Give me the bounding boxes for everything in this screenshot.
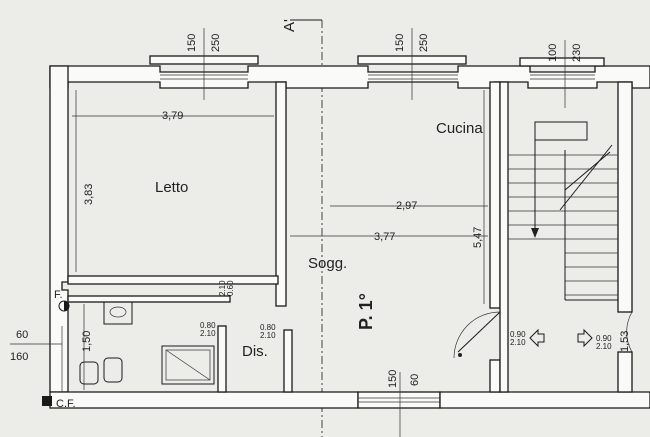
window-2-height: 250	[418, 34, 430, 52]
section-label: A'	[281, 19, 298, 32]
dim-soggiorno-width: 3,77	[374, 231, 395, 243]
opening-b-bottom: 2.10	[260, 331, 276, 340]
dim-bath-depth: 1,50	[81, 331, 93, 352]
opening-b-top: 0.80	[260, 323, 276, 332]
dim-letto-width: 3,79	[162, 110, 183, 122]
f-label: F.	[54, 289, 63, 301]
outer-walls	[49, 65, 650, 409]
interior-walls	[67, 81, 633, 393]
dimension-lines	[10, 28, 566, 437]
window-2-width: 150	[394, 34, 406, 52]
dim-cucina-width: 2,97	[396, 200, 417, 212]
opening-v-bottom: 2.10	[218, 280, 227, 296]
opening-d-bottom: 2.10	[596, 342, 612, 351]
room-label-cucina: Cucina	[436, 120, 483, 137]
window-1-width: 150	[186, 34, 198, 52]
side-dim-lower: 160	[10, 351, 28, 363]
opening-a-bottom: 2.10	[200, 329, 216, 338]
opening-c-bottom: 2.10	[510, 338, 526, 347]
door-swings	[453, 311, 633, 359]
room-label-dis: Dis.	[242, 343, 268, 360]
opening-v-top: 0.60	[226, 280, 235, 296]
window-4-height: 60	[409, 374, 421, 386]
dim-letto-depth: 3,83	[83, 184, 95, 205]
bathroom-fixtures	[42, 300, 215, 406]
opening-a-top: 0.80	[200, 321, 216, 330]
opening-d-top: 0.90	[596, 334, 612, 343]
dim-door-lower: 1,53	[619, 331, 631, 352]
room-label-letto: Letto	[155, 179, 188, 196]
floor-label: P. 1°	[356, 293, 376, 330]
cf-label: C.F.	[56, 398, 76, 410]
window-1-height: 250	[210, 34, 222, 52]
dim-soggiorno-depth: 5,47	[472, 227, 484, 248]
staircase	[508, 121, 618, 301]
window-4-width: 150	[387, 370, 399, 388]
window-3-height: 230	[571, 44, 583, 62]
room-label-soggiorno: Sogg.	[308, 255, 347, 272]
door-arrows	[529, 328, 593, 348]
opening-c-top: 0.90	[510, 330, 526, 339]
side-dim-upper: 60	[16, 329, 28, 341]
window-3-width: 100	[547, 44, 559, 62]
